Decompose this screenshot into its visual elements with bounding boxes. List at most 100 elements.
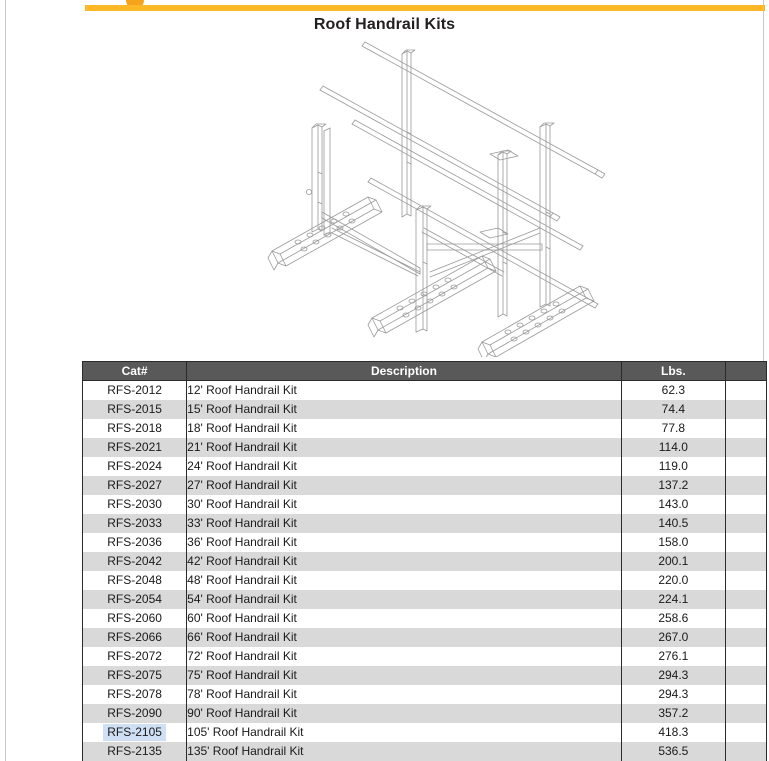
cell-cat[interactable]: RFS-2018	[81, 419, 188, 438]
cell-extra[interactable]	[724, 552, 768, 571]
cell-cat[interactable]: RFS-2033	[81, 514, 188, 533]
cell-lbs[interactable]: 140.5	[620, 514, 726, 533]
cell-cat[interactable]: RFS-2024	[81, 457, 188, 476]
cell-extra[interactable]	[724, 400, 768, 419]
cell-extra[interactable]	[724, 533, 768, 552]
cell-lbs[interactable]: 114.0	[620, 438, 726, 457]
cell-description[interactable]: 42' Roof Handrail Kit	[186, 552, 622, 571]
cell-cat[interactable]: RFS-2135	[81, 742, 188, 761]
cell-extra[interactable]	[724, 571, 768, 590]
cell-lbs[interactable]: 200.1	[620, 552, 726, 571]
cell-cat[interactable]: RFS-2042	[81, 552, 188, 571]
cell-extra[interactable]	[724, 704, 768, 723]
cell-lbs[interactable]: 77.8	[620, 419, 726, 438]
cell-description[interactable]: 105' Roof Handrail Kit	[186, 723, 622, 742]
cell-extra[interactable]	[724, 723, 768, 742]
cell-cat[interactable]: RFS-2027	[81, 476, 188, 495]
cell-lbs[interactable]: 143.0	[620, 495, 726, 514]
cell-lbs[interactable]: 294.3	[620, 666, 726, 685]
cell-lbs[interactable]: 158.0	[620, 533, 726, 552]
cell-lbs[interactable]: 536.5	[620, 742, 726, 761]
cell-description[interactable]: 78' Roof Handrail Kit	[186, 685, 622, 704]
cell-cat[interactable]: RFS-2078	[81, 685, 188, 704]
cell-description[interactable]: 18' Roof Handrail Kit	[186, 419, 622, 438]
selected-cell-highlight[interactable]: RFS-2105	[103, 724, 166, 741]
cell-extra[interactable]	[724, 457, 768, 476]
cell-lbs[interactable]: 62.3	[620, 380, 726, 400]
cell-extra[interactable]	[724, 380, 768, 400]
cell-cat[interactable]: RFS-2090	[81, 704, 188, 723]
cell-extra[interactable]	[724, 685, 768, 704]
column-header-description[interactable]: Description	[186, 361, 622, 381]
cell-description[interactable]: 54' Roof Handrail Kit	[186, 590, 622, 609]
cell-description[interactable]: 21' Roof Handrail Kit	[186, 438, 622, 457]
cell-extra[interactable]	[724, 609, 768, 628]
cell-lbs[interactable]: 224.1	[620, 590, 726, 609]
cell-description[interactable]: 12' Roof Handrail Kit	[186, 380, 622, 400]
cell-extra[interactable]	[724, 438, 768, 457]
cell-description[interactable]: 24' Roof Handrail Kit	[186, 457, 622, 476]
cell-description[interactable]: 75' Roof Handrail Kit	[186, 666, 622, 685]
cell-extra[interactable]	[724, 628, 768, 647]
cell-cat[interactable]: RFS-2072	[81, 647, 188, 666]
cell-cat[interactable]: RFS-2036	[81, 533, 188, 552]
cell-lbs[interactable]: 418.3	[620, 723, 726, 742]
cell-extra[interactable]	[724, 514, 768, 533]
cell-lbs[interactable]: 137.2	[620, 476, 726, 495]
column-header-lbs[interactable]: Lbs.	[620, 361, 726, 381]
cell-cat[interactable]: RFS-2075	[81, 666, 188, 685]
cell-cat[interactable]: RFS-2030	[81, 495, 188, 514]
cell-lbs[interactable]: 294.3	[620, 685, 726, 704]
cell-lbs[interactable]: 357.2	[620, 704, 726, 723]
cell-description[interactable]: 135' Roof Handrail Kit	[186, 742, 622, 761]
cell-cat[interactable]: RFS-2048	[81, 571, 188, 590]
cell-extra[interactable]	[724, 495, 768, 514]
cell-description[interactable]: 30' Roof Handrail Kit	[186, 495, 622, 514]
cell-description[interactable]: 60' Roof Handrail Kit	[186, 609, 622, 628]
cell-lbs[interactable]: 258.6	[620, 609, 726, 628]
cell-lbs[interactable]: 267.0	[620, 628, 726, 647]
cell-cat[interactable]: RFS-2066	[81, 628, 188, 647]
cell-description[interactable]: 27' Roof Handrail Kit	[186, 476, 622, 495]
cell-cat[interactable]: RFS-2105	[81, 723, 188, 742]
cell-lbs[interactable]: 276.1	[620, 647, 726, 666]
cell-cat[interactable]: RFS-2060	[81, 609, 188, 628]
cell-extra[interactable]	[724, 742, 768, 761]
column-header-extra[interactable]	[724, 361, 768, 381]
cell-lbs[interactable]: 119.0	[620, 457, 726, 476]
cell-description[interactable]: 48' Roof Handrail Kit	[186, 571, 622, 590]
cell-cat[interactable]: RFS-2012	[81, 380, 188, 400]
cell-lbs[interactable]: 74.4	[620, 400, 726, 419]
cell-lbs[interactable]: 220.0	[620, 571, 726, 590]
column-header-cat[interactable]: Cat#	[81, 361, 188, 381]
cell-extra[interactable]	[724, 419, 768, 438]
cell-description[interactable]: 66' Roof Handrail Kit	[186, 628, 622, 647]
cell-cat[interactable]: RFS-2021	[81, 438, 188, 457]
cell-extra[interactable]	[724, 590, 768, 609]
cell-description[interactable]: 15' Roof Handrail Kit	[186, 400, 622, 419]
cell-extra[interactable]	[724, 476, 768, 495]
cell-description[interactable]: 72' Roof Handrail Kit	[186, 647, 622, 666]
cell-description[interactable]: 33' Roof Handrail Kit	[186, 514, 622, 533]
cell-description[interactable]: 36' Roof Handrail Kit	[186, 533, 622, 552]
cell-cat[interactable]: RFS-2054	[81, 590, 188, 609]
